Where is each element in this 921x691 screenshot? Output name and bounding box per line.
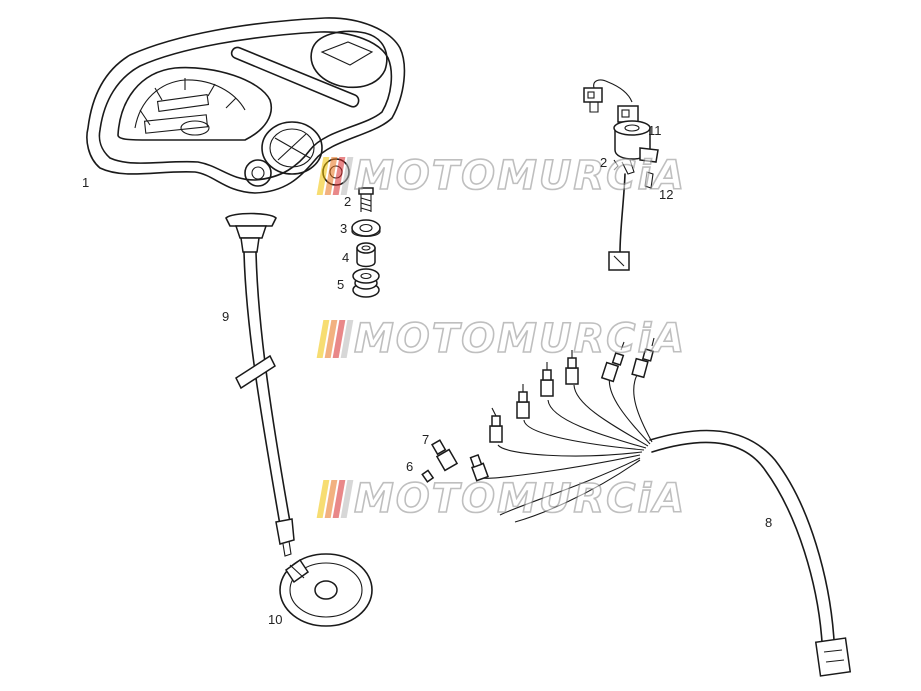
callout-2-switch: 2 bbox=[600, 155, 608, 170]
wiring-harness bbox=[421, 337, 852, 677]
callout-2-screw: 2 bbox=[344, 194, 352, 209]
watermark-stripes bbox=[316, 320, 354, 358]
callout-12: 12 bbox=[659, 187, 674, 202]
watermark-text: MOTOMURCiA bbox=[353, 475, 687, 523]
watermark-logo: MOTOMURCiA bbox=[316, 152, 687, 200]
speedometer-drive bbox=[279, 553, 373, 627]
watermark-stripes bbox=[316, 480, 354, 518]
small-bulb bbox=[421, 469, 435, 483]
watermark-text: MOTOMURCiA bbox=[353, 152, 687, 200]
rubber-grommet bbox=[352, 268, 380, 298]
ignition-switch bbox=[583, 79, 659, 271]
speedometer-cable bbox=[225, 212, 295, 557]
screw bbox=[358, 187, 374, 212]
watermark-text: MOTOMURCiA bbox=[353, 315, 687, 363]
callout-11: 11 bbox=[648, 123, 662, 138]
callout-7: 7 bbox=[422, 432, 430, 447]
watermark-logo: MOTOMURCiA bbox=[316, 315, 687, 363]
callout-10: 10 bbox=[268, 612, 283, 627]
callout-6: 6 bbox=[406, 459, 414, 474]
callout-3: 3 bbox=[340, 221, 348, 236]
watermark-stripes bbox=[316, 157, 354, 195]
callout-5: 5 bbox=[337, 277, 345, 292]
callout-1: 1 bbox=[82, 175, 90, 190]
spacer bbox=[356, 242, 376, 268]
watermark-logo: MOTOMURCiA bbox=[316, 475, 687, 523]
callout-8: 8 bbox=[765, 515, 773, 530]
callout-9: 9 bbox=[222, 309, 230, 324]
washer bbox=[351, 219, 381, 238]
indicator-bulb bbox=[431, 439, 459, 472]
callout-4: 4 bbox=[342, 250, 350, 265]
